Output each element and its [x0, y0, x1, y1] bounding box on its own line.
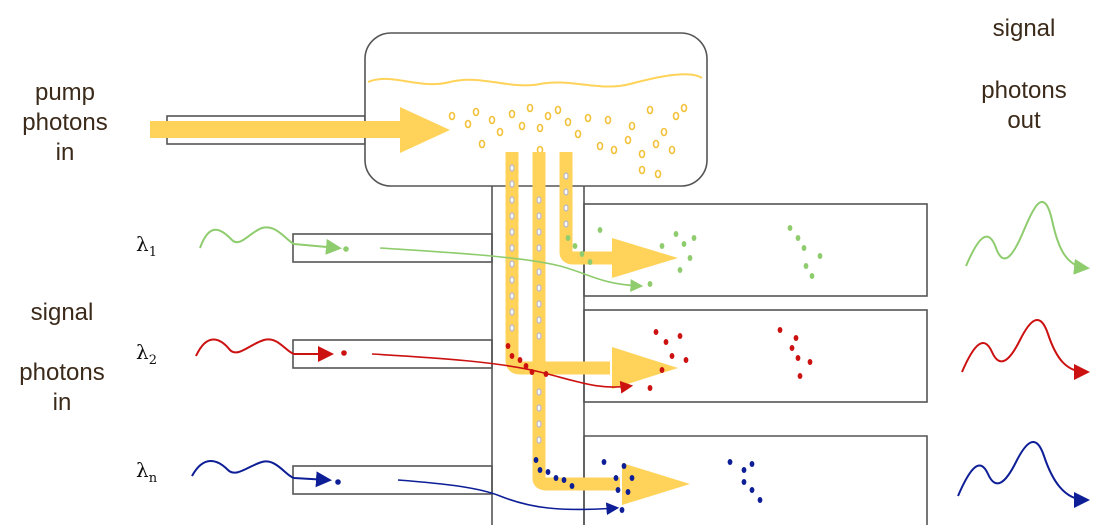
- signal-out-line2: photons: [981, 77, 1067, 104]
- signal-out-line1: signal: [992, 15, 1056, 42]
- pump-label-line1: pump: [34, 79, 96, 106]
- signal-in-wave-2: [195, 338, 334, 362]
- photon-blue: [335, 479, 341, 485]
- signal-in-line1: signal: [30, 299, 94, 326]
- signal-in-line3: in: [52, 389, 72, 416]
- lambda-2-symbol: λ: [136, 340, 149, 364]
- input-tube-n: [292, 465, 493, 495]
- signal-in-wave-n: [191, 460, 332, 488]
- output-chamber-1: [583, 203, 928, 297]
- signal-path-1: [379, 247, 644, 292]
- pump-label-line2: photons: [22, 109, 108, 136]
- pump-label-line3: in: [55, 139, 75, 166]
- input-tube-1: [292, 233, 493, 263]
- reservoir-bubbles: [448, 103, 688, 179]
- signal-path-n: [397, 479, 620, 516]
- lambda-1-symbol: λ: [136, 232, 149, 256]
- photon-green: [343, 246, 349, 252]
- lambda-n-symbol: λ: [136, 458, 149, 482]
- lambda-2-subscript: 2: [148, 353, 157, 368]
- photons-out-green: [565, 225, 823, 287]
- lambda-2-label: λ2: [136, 340, 157, 368]
- stream-bubbles: [509, 164, 569, 444]
- signal-out-wave-2: [961, 319, 1090, 380]
- lambda-1-label: λ1: [136, 232, 157, 260]
- signal-out-line3: out: [1007, 107, 1041, 134]
- lambda-n-subscript: n: [148, 471, 158, 486]
- reservoir-liquid-surface: [367, 73, 703, 88]
- signal-in-line2: photons: [19, 359, 105, 386]
- signal-out-wave-n: [957, 441, 1090, 508]
- photon-red: [341, 350, 347, 356]
- lambda-1-subscript: 1: [148, 245, 157, 260]
- signal-in-wave-1: [199, 226, 342, 255]
- photons-out-blue: [533, 457, 763, 513]
- output-chamber-2: [583, 309, 928, 403]
- pump-arrowheads: [612, 238, 690, 505]
- lambda-n-label: λn: [136, 458, 157, 486]
- photons-out-red: [505, 327, 813, 391]
- signal-out-wave-1: [965, 200, 1090, 275]
- signal-channel-n: [191, 441, 1090, 516]
- pump-photons-in-label: pump photons in: [20, 78, 110, 168]
- signal-photons-in-label: signal photons in: [12, 298, 112, 418]
- signal-photons-out-label: signal photons out: [968, 14, 1080, 136]
- pump-streams: [505, 152, 620, 491]
- signal-channel-2: [195, 319, 1090, 394]
- signal-channel-1: [199, 200, 1090, 292]
- pump-arrow: [150, 107, 450, 153]
